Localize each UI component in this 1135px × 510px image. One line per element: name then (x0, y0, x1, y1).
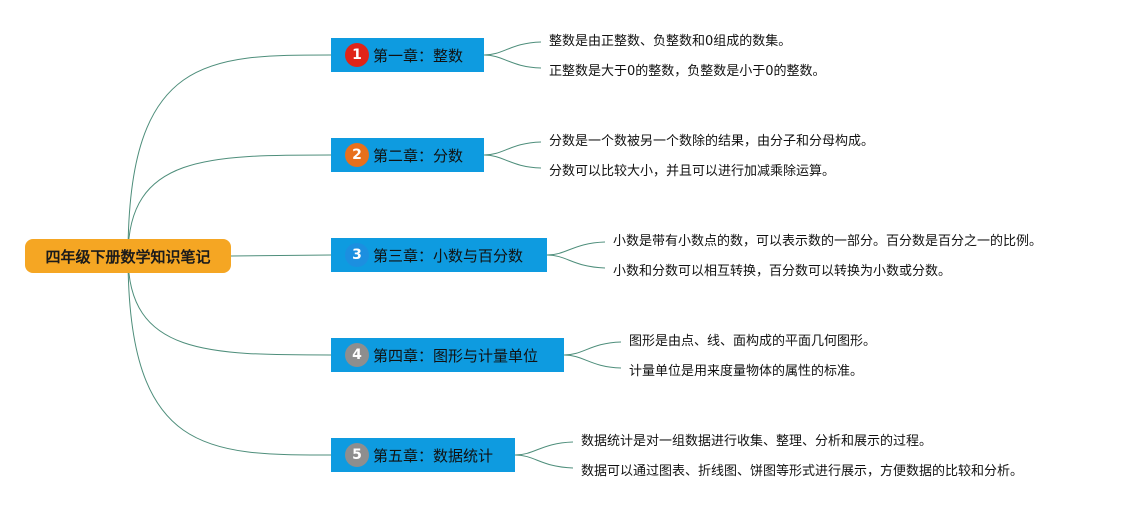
topic-label: 第三章：小数与百分数 (373, 246, 524, 265)
root-connector (127, 54, 332, 257)
note-connector (546, 241, 606, 256)
note-text[interactable]: 分数可以比较大小，并且可以进行加减乘除运算。 (549, 164, 836, 179)
number-badge-icon: 4 (345, 343, 369, 367)
root-connector (230, 254, 332, 257)
root-label: 四年级下册数学知识笔记 (45, 247, 211, 266)
root-connector (127, 255, 332, 456)
topic-node-chapter-5[interactable]: 5 第五章：数据统计 (331, 438, 515, 472)
note-text[interactable]: 数据统计是对一组数据进行收集、整理、分析和展示的过程。 (581, 434, 933, 449)
topic-label: 第一章：整数 (373, 46, 464, 65)
note-text[interactable]: 图形是由点、线、面构成的平面几何图形。 (629, 334, 877, 349)
note-connector (483, 41, 542, 56)
topic-node-chapter-2[interactable]: 2 第二章：分数 (331, 138, 484, 172)
root-connector (127, 154, 332, 257)
note-connector (563, 341, 622, 356)
note-text[interactable]: 小数是带有小数点的数，可以表示数的一部分。百分数是百分之一的比例。 (613, 234, 1043, 249)
number-badge-icon: 1 (345, 43, 369, 67)
note-connector (514, 454, 574, 469)
note-text[interactable]: 分数是一个数被另一个数除的结果，由分子和分母构成。 (549, 134, 875, 149)
note-connector (514, 441, 574, 456)
note-connector (563, 354, 622, 369)
note-connector (546, 254, 606, 269)
note-connector (483, 141, 542, 156)
topic-label: 第二章：分数 (373, 146, 464, 165)
root-node[interactable]: 四年级下册数学知识笔记 (25, 239, 231, 273)
note-connector (483, 154, 542, 169)
root-connector (127, 255, 332, 356)
number-badge-icon: 5 (345, 443, 369, 467)
topic-node-chapter-3[interactable]: 3 第三章：小数与百分数 (331, 238, 547, 272)
topic-node-chapter-1[interactable]: 1 第一章：整数 (331, 38, 484, 72)
note-connector (483, 54, 542, 69)
note-text[interactable]: 计量单位是用来度量物体的属性的标准。 (629, 364, 864, 379)
number-badge-icon: 2 (345, 143, 369, 167)
note-text[interactable]: 正整数是大于0的整数，负整数是小于0的整数。 (549, 64, 826, 79)
note-text[interactable]: 整数是由正整数、负整数和0组成的数集。 (549, 34, 792, 49)
number-badge-icon: 3 (345, 243, 369, 267)
note-text[interactable]: 数据可以通过图表、折线图、饼图等形式进行展示，方便数据的比较和分析。 (581, 464, 1024, 479)
topic-label: 第四章：图形与计量单位 (373, 346, 539, 365)
note-text[interactable]: 小数和分数可以相互转换，百分数可以转换为小数或分数。 (613, 264, 952, 279)
topic-label: 第五章：数据统计 (373, 446, 494, 465)
topic-node-chapter-4[interactable]: 4 第四章：图形与计量单位 (331, 338, 564, 372)
